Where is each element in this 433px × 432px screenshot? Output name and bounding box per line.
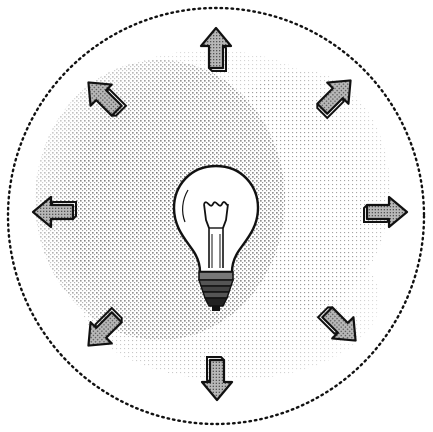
illustration-canvas	[0, 0, 433, 432]
idea-radiating-illustration	[0, 0, 433, 432]
